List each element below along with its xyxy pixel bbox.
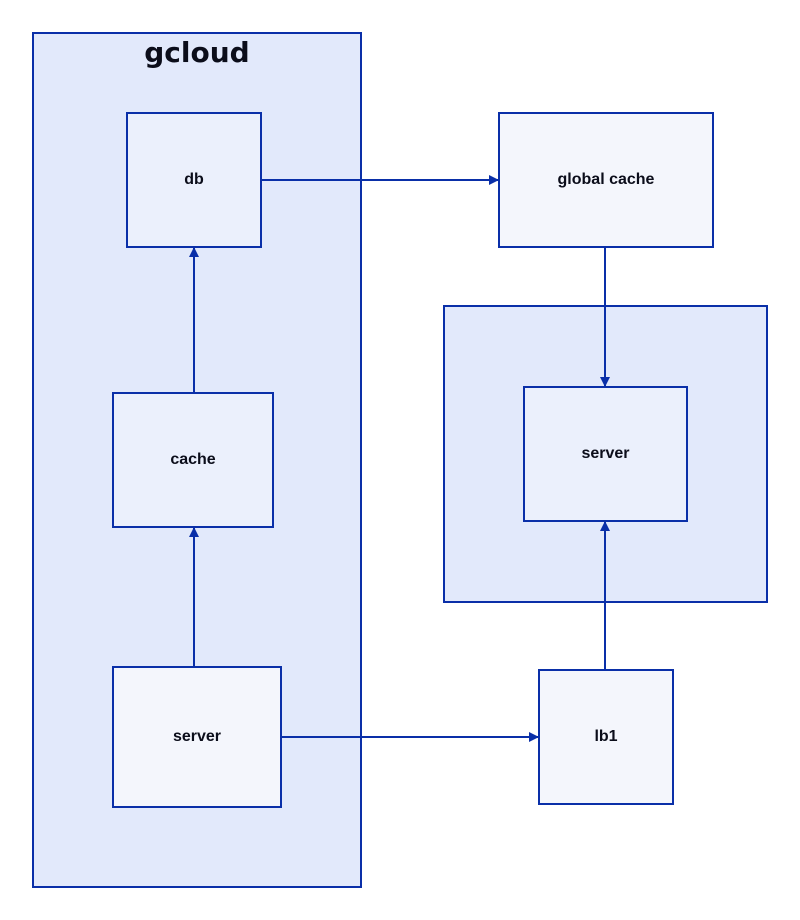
node-server-gcloud-label: server — [172, 728, 222, 745]
node-global-cache[interactable]: global cache — [498, 112, 714, 248]
node-cache[interactable]: cache — [112, 392, 274, 528]
node-db[interactable]: db — [126, 112, 262, 248]
node-db-label: db — [184, 171, 204, 188]
node-server-right-label: server — [581, 445, 630, 462]
node-lb1[interactable]: lb1 — [538, 669, 674, 805]
node-server-right[interactable]: server — [523, 386, 688, 522]
node-global-cache-label: global cache — [557, 171, 655, 188]
node-lb1-label: lb1 — [594, 728, 618, 745]
node-cache-label: cache — [170, 451, 216, 468]
gcloud-group-title: gcloud — [144, 36, 250, 69]
node-server-gcloud[interactable]: server — [112, 666, 282, 808]
